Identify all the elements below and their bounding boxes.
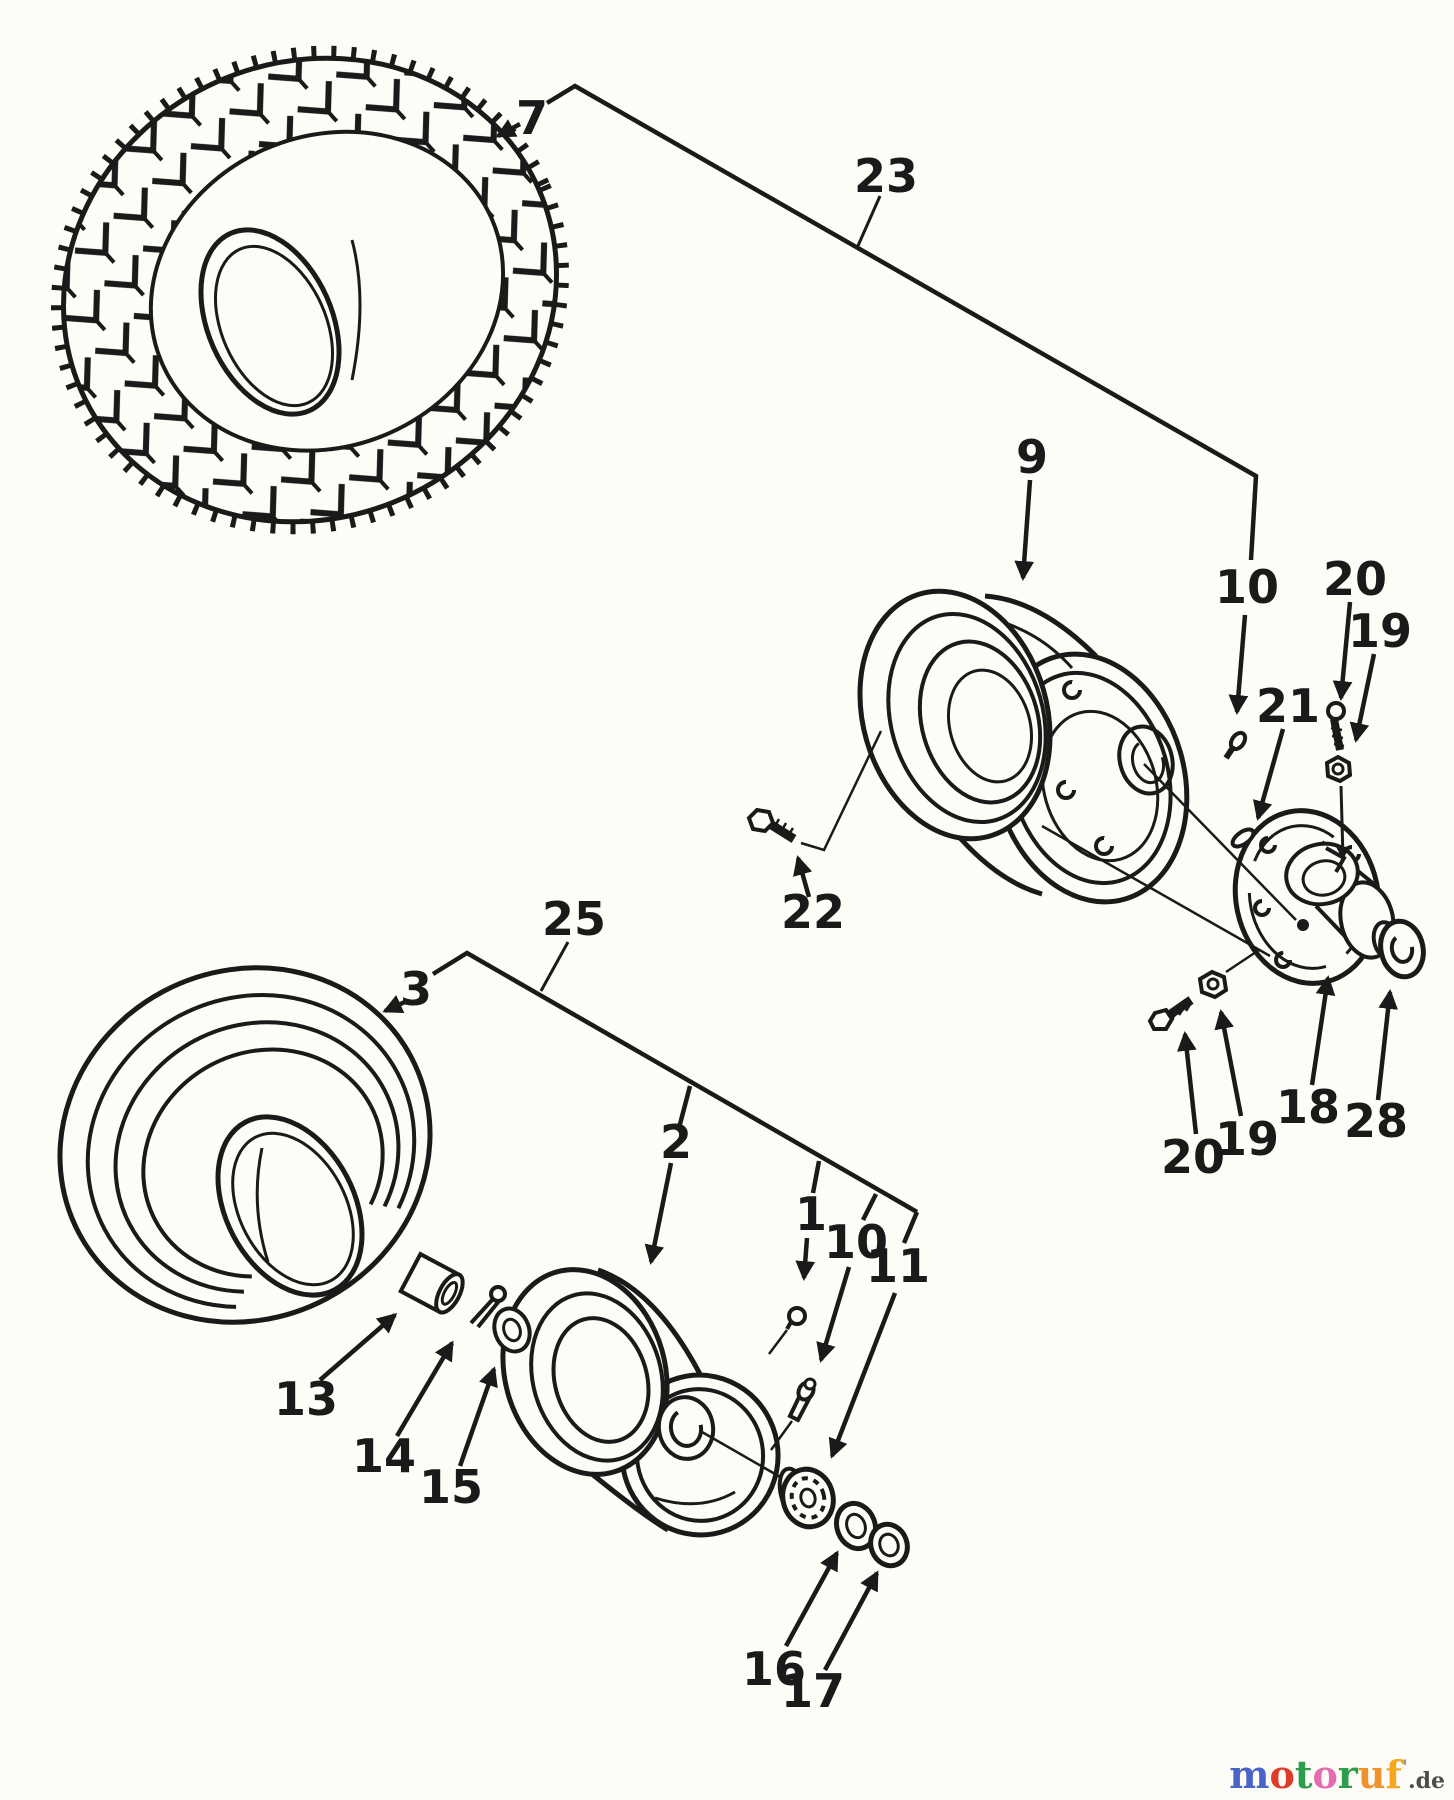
callout-1-label: 1: [795, 1187, 827, 1241]
callout-23-leader: [545, 83, 1259, 561]
logo-letter: f: [1385, 1752, 1404, 1797]
valve-stem-rear-icon: [1223, 730, 1248, 760]
logo-tick: ': [1402, 1755, 1408, 1779]
callout-13-label: 13: [274, 1372, 338, 1426]
callout-7-label: 7: [516, 91, 548, 145]
callout-18-leader: [1309, 975, 1336, 1086]
callout-25-label: 25: [542, 892, 606, 946]
logo-letter: m: [1229, 1752, 1269, 1797]
callout-28-label: 28: [1344, 1094, 1408, 1148]
callout-10-upper-label: 10: [1215, 560, 1279, 614]
callout-3-label: 3: [400, 962, 432, 1016]
hub-screw-icon: [1326, 701, 1346, 751]
callout-18-label: 18: [1276, 1080, 1340, 1134]
callout-25-leader: [431, 941, 919, 1214]
callout-15-label: 15: [419, 1460, 483, 1514]
callout-20-upper-label: 20: [1323, 552, 1387, 606]
callout-10-upper-leader: [1228, 614, 1249, 715]
callout-22-leader: [793, 855, 813, 898]
callout-28-leader: [1375, 989, 1398, 1101]
callout-9-label: 9: [1016, 430, 1048, 484]
callout-17-leader: [823, 1570, 879, 1672]
hub-lug-dot: [1297, 919, 1309, 931]
callout-20-lower-leader: [1176, 1031, 1199, 1135]
callout-16-label: 16: [742, 1642, 806, 1696]
logo-suffix: .de: [1408, 1768, 1445, 1794]
woodruff-key-icon: [1230, 827, 1256, 849]
hub-nut-icon: [1324, 754, 1353, 784]
wheel-hub-drawing: [1232, 808, 1426, 986]
logo-letter: o: [1270, 1752, 1295, 1797]
callout-3-leader: [382, 995, 408, 1014]
callout-7-leader: [495, 119, 522, 138]
cotter-pin-icon: [469, 1285, 507, 1329]
rear-tire-drawing: [51, 45, 569, 535]
callout-14-label: 14: [352, 1429, 416, 1483]
callout-2-leader: [644, 1085, 693, 1265]
front-tire-drawing: [57, 965, 433, 1325]
bushing-icon: [398, 1251, 465, 1315]
logo-letter: r: [1338, 1752, 1359, 1797]
callout-17-label: 17: [781, 1664, 845, 1718]
callout-19-lower-label: 19: [1215, 1112, 1279, 1166]
callout-19-upper-label: 19: [1348, 604, 1412, 658]
assembly-leader-lines: [701, 730, 1297, 1480]
callout-14-leader: [395, 1340, 454, 1438]
washer-15-icon: [492, 1306, 532, 1354]
rim-bolt-icon: [746, 807, 797, 843]
lug-bolt-icon: [1147, 996, 1194, 1031]
callout-21-leader: [1253, 728, 1286, 821]
callout-2-label: 2: [660, 1115, 692, 1169]
watermark-logo[interactable]: motoruf'.de: [1229, 1752, 1445, 1797]
valve-stem-front-icon: [787, 1377, 817, 1423]
callout-10-lower-label: 10: [824, 1215, 888, 1269]
callout-22-label: 22: [781, 885, 845, 939]
callout-16-leader: [784, 1550, 839, 1648]
callout-23-label: 23: [854, 149, 918, 203]
callout-11-leader: [828, 1211, 920, 1459]
rear-rim-drawing: [857, 588, 1248, 905]
callout-19-upper-leader: [1336, 653, 1377, 860]
callout-10-lower-leader: [816, 1192, 879, 1363]
washer-16-icon: [833, 1500, 879, 1552]
bearing-icon: [777, 1466, 836, 1530]
callout-9-leader: [1014, 479, 1035, 581]
callout-1-leader: [795, 1160, 822, 1281]
logo-letter: o: [1312, 1752, 1337, 1797]
logo-letter: u: [1358, 1752, 1386, 1797]
logo-letter: t: [1295, 1752, 1313, 1797]
callout-20-upper-leader: [1332, 601, 1353, 701]
callout-19-lower-leader: [1214, 1009, 1244, 1117]
front-rim-drawing: [500, 1267, 781, 1538]
valve-cap-icon: [785, 1306, 807, 1330]
callout-15-leader: [457, 1366, 498, 1467]
washer-17-icon: [868, 1521, 910, 1569]
callout-13-leader: [318, 1313, 398, 1382]
lug-nut-icon: [1197, 969, 1229, 1000]
callout-20-lower-label: 20: [1161, 1130, 1225, 1184]
callout-21-label: 21: [1256, 679, 1320, 733]
callout-11-label: 11: [866, 1239, 930, 1293]
